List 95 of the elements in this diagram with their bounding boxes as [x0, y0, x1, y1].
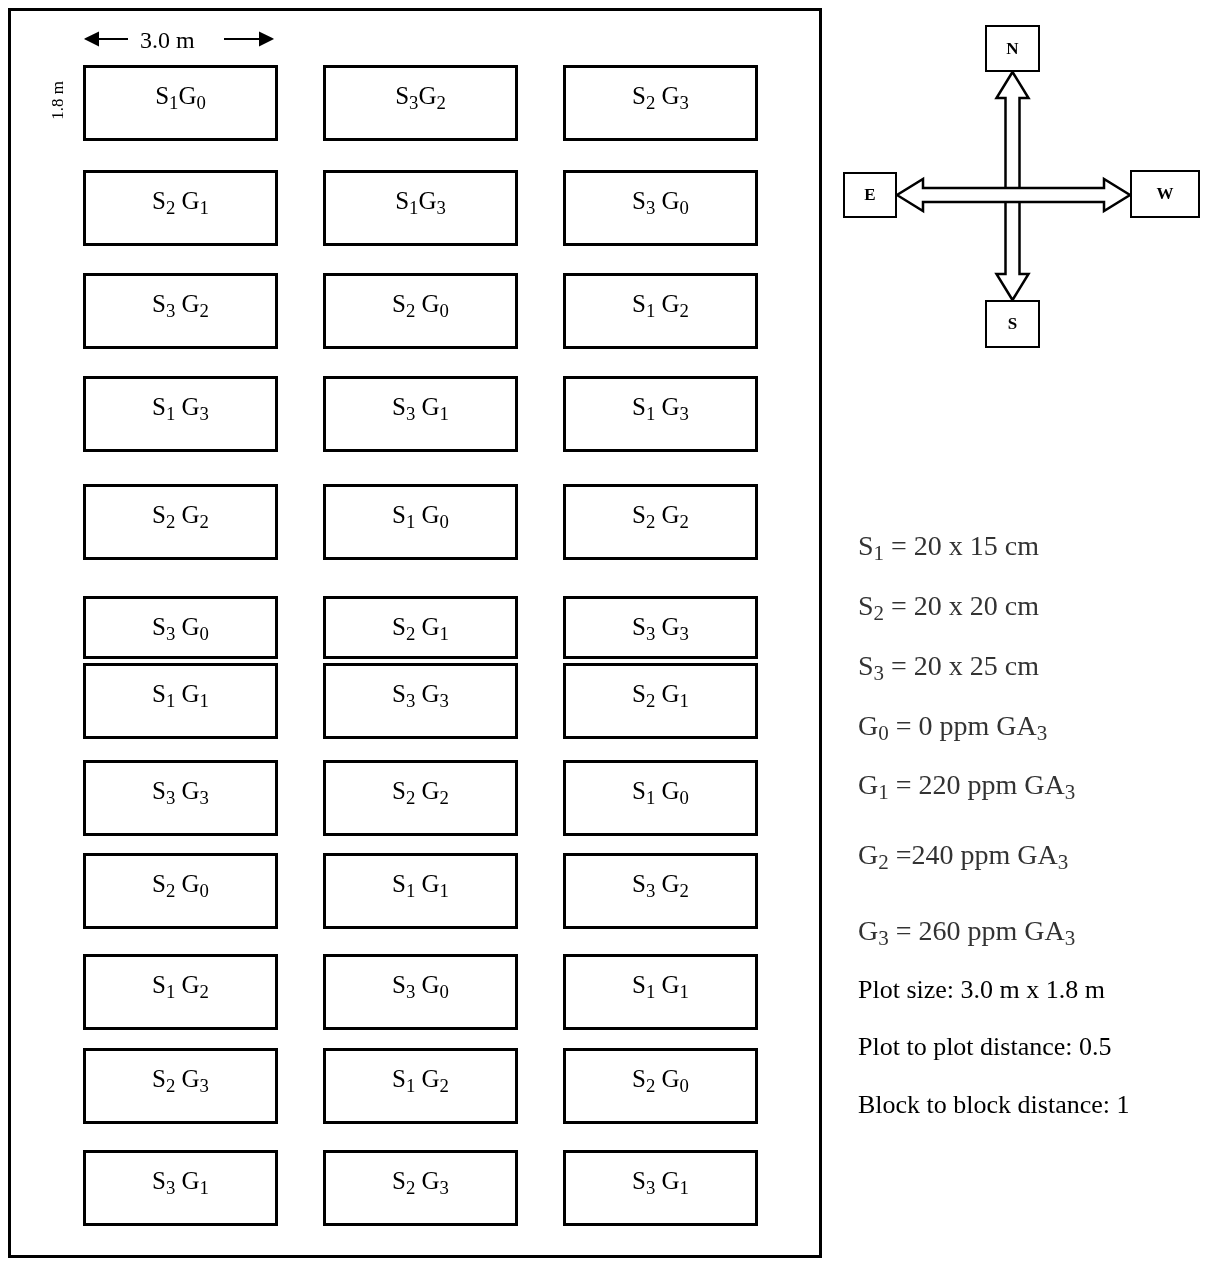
plot-label: S$_{1}$G$_{3}$ [395, 186, 446, 217]
plot-label: S$_{1}$ G$_{1}$ [392, 869, 449, 900]
plot-label: S$_{3}$ G$_{3}$ [392, 679, 449, 710]
plot-label: S$_{3}$ G$_{2}$ [152, 289, 209, 320]
plot-box [563, 954, 758, 1030]
plot-label: S$_{1}$ G$_{3}$ [632, 392, 689, 423]
plot-label: S$_{2}$ G$_{1}$ [392, 612, 449, 643]
direction-letter: N [1006, 37, 1019, 60]
plot-label: S$_{2}$ G$_{0}$ [392, 289, 449, 320]
plot-label: S$_{3}$ G$_{1}$ [152, 1166, 209, 1197]
plot-box [323, 1150, 518, 1226]
plot-box [323, 170, 518, 246]
plot-label: S$_{3}$ G$_{1}$ [632, 1166, 689, 1197]
plot-label: S$_{1}$ G$_{2}$ [152, 970, 209, 1001]
plot-box [83, 376, 278, 452]
plot-box [83, 663, 278, 739]
hollow-double-arrow [894, 176, 1133, 214]
plot-label: S$_{3}$ G$_{1}$ [392, 392, 449, 423]
plot-label: S$_{1}$ G$_{0}$ [392, 500, 449, 531]
plot-label: S$_{2}$ G$_{2}$ [632, 500, 689, 531]
plot-box [563, 1150, 758, 1226]
plot-box [83, 853, 278, 929]
plot-box [83, 1150, 278, 1226]
legend-note: Block to block distance: 1 [858, 1092, 1130, 1118]
plot-box [563, 663, 758, 739]
plot-box [83, 170, 278, 246]
plot-label: S$_{2}$ G$_{1}$ [632, 679, 689, 710]
plot-box [563, 170, 758, 246]
hollow-double-arrow [994, 69, 1031, 303]
plot-box [563, 596, 758, 659]
dimension-label: 3.0 m [140, 28, 195, 52]
direction-box [843, 172, 897, 218]
plot-box [83, 954, 278, 1030]
plot-label: S$_{2}$ G$_{0}$ [632, 1064, 689, 1095]
plot-box [323, 65, 518, 141]
plot-box [563, 1048, 758, 1124]
plot-box [323, 273, 518, 349]
plot-label: S$_{3}$ G$_{0}$ [632, 186, 689, 217]
field-boundary [8, 8, 822, 1258]
plot-box [323, 663, 518, 739]
plot-label: S$_{1}$ G$_{2}$ [392, 1064, 449, 1095]
plot-box [323, 376, 518, 452]
plot-box [323, 596, 518, 659]
plot-box [323, 954, 518, 1030]
plot-label: S$_{3}$ G$_{0}$ [392, 970, 449, 1001]
legend-note: G$_{0}$ = 0 ppm GA$_{3}$ [858, 712, 1048, 740]
plot-box [563, 65, 758, 141]
plot-label: S$_{1}$G$_{0}$ [155, 81, 206, 112]
plot-box [323, 760, 518, 836]
plot-label: S$_{2}$ G$_{3}$ [152, 1064, 209, 1095]
direction-letter: E [864, 184, 876, 206]
plot-box [563, 853, 758, 929]
direction-letter: W [1156, 183, 1174, 205]
legend-note: G$_{1}$ = 220 ppm GA$_{3}$ [858, 771, 1076, 799]
plot-box [323, 484, 518, 560]
plot-label: S$_{2}$ G$_{2}$ [392, 776, 449, 807]
plot-box [83, 1048, 278, 1124]
plot-box [563, 273, 758, 349]
plot-label: S$_{3}$ G$_{3}$ [632, 612, 689, 643]
legend-note: Plot to plot distance: 0.5 [858, 1034, 1112, 1060]
plot-label: S$_{2}$ G$_{2}$ [152, 500, 209, 531]
legend-note: S$_{3}$ = 20 x 25 cm [858, 652, 1040, 680]
legend-note: G$_{3}$ = 260 ppm GA$_{3}$ [858, 917, 1076, 945]
plot-box [83, 65, 278, 141]
direction-box [1130, 170, 1200, 218]
plot-label: S$_{1}$ G$_{3}$ [152, 392, 209, 423]
plot-label: S$_{2}$ G$_{0}$ [152, 869, 209, 900]
plot-box [563, 376, 758, 452]
plot-box [83, 484, 278, 560]
dimension-label: 1.8 m [48, 81, 66, 120]
legend-note: G$_{2}$ =240 ppm GA$_{3}$ [858, 841, 1069, 869]
plot-label: S$_{1}$ G$_{1}$ [152, 679, 209, 710]
plot-box [563, 484, 758, 560]
plot-label: S$_{1}$ G$_{2}$ [632, 289, 689, 320]
plot-label: S$_{1}$ G$_{0}$ [632, 776, 689, 807]
plot-box [563, 760, 758, 836]
legend-note: Plot size: 3.0 m x 1.8 m [858, 977, 1105, 1003]
plot-box [323, 853, 518, 929]
plot-box [323, 1048, 518, 1124]
plot-label: S$_{3}$G$_{2}$ [395, 81, 446, 112]
plot-label: S$_{2}$ G$_{3}$ [392, 1166, 449, 1197]
plot-box [83, 273, 278, 349]
plot-box [83, 596, 278, 659]
legend-note: S$_{1}$ = 20 x 15 cm [858, 532, 1040, 560]
plot-label: S$_{2}$ G$_{1}$ [152, 186, 209, 217]
direction-box [985, 300, 1040, 348]
plot-label: S$_{1}$ G$_{1}$ [632, 970, 689, 1001]
direction-box [985, 25, 1040, 72]
plot-label: S$_{2}$ G$_{3}$ [632, 81, 689, 112]
direction-letter: S [1007, 313, 1018, 335]
legend-note: S$_{2}$ = 20 x 20 cm [858, 592, 1040, 620]
plot-box [83, 760, 278, 836]
plot-label: S$_{3}$ G$_{0}$ [152, 612, 209, 643]
plot-label: S$_{3}$ G$_{2}$ [632, 869, 689, 900]
plot-label: S$_{3}$ G$_{3}$ [152, 776, 209, 807]
